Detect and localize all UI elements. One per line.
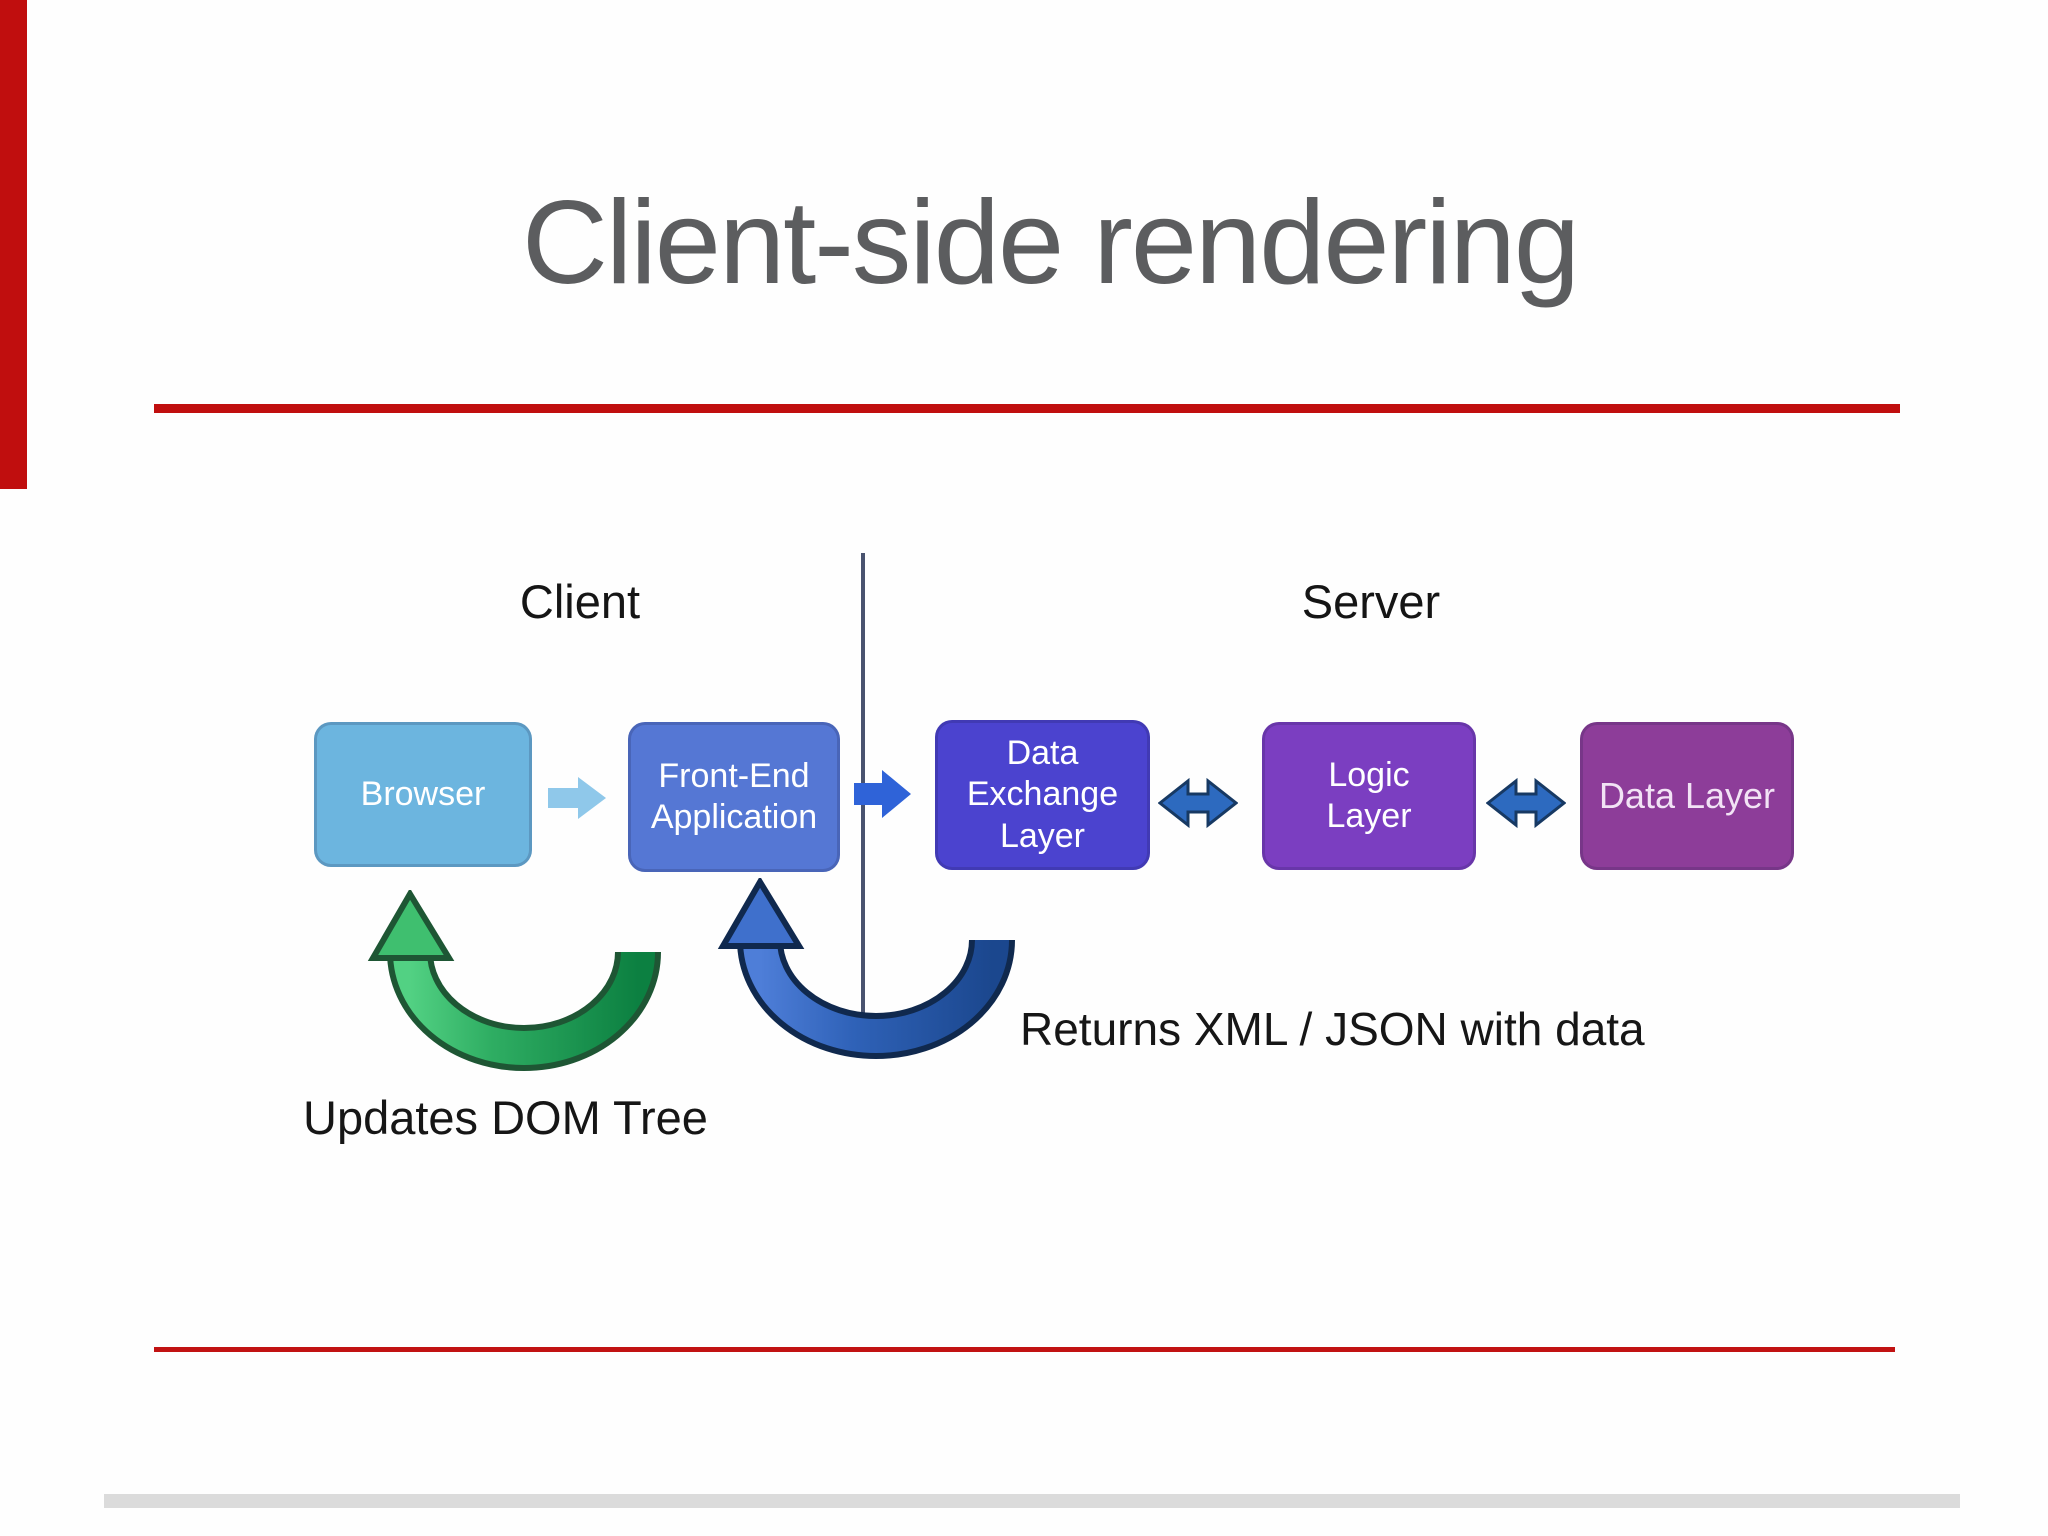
- frontend-to-dataexchange-arrow-icon: [854, 770, 911, 818]
- updates-dom-tree-label: Updates DOM Tree: [303, 1091, 708, 1144]
- client-zone-label: Client: [519, 575, 641, 628]
- box-label-line: Browser: [360, 774, 486, 813]
- box-data-layer: Data Layer: [1580, 722, 1794, 870]
- browser-to-frontend-arrow-icon: [548, 777, 606, 819]
- logic-datalayer-sync-arrow-icon: [1486, 777, 1566, 829]
- box-label-line: Data: [1006, 733, 1079, 772]
- server-zone-label: Server: [1301, 575, 1441, 628]
- box-label-line: Exchange: [966, 775, 1119, 814]
- dataexchange-logic-sync-arrow-icon: [1158, 777, 1238, 829]
- client-server-divider: [861, 553, 865, 1058]
- box-label-line: Data Layer: [1598, 775, 1776, 817]
- box-browser: Browser: [314, 722, 532, 867]
- box-label-line: Layer: [999, 816, 1086, 855]
- box-label-line: Application: [650, 798, 818, 836]
- title-underline-rule: [154, 404, 1900, 413]
- box-data-exchange-label: Data Exchange Layer: [967, 733, 1118, 857]
- footer-red-rule: [154, 1347, 1895, 1352]
- page-title: Client-side rendering: [521, 176, 1580, 309]
- box-data-layer-label: Data Layer: [1599, 774, 1775, 818]
- box-label-line: Layer: [1326, 797, 1412, 835]
- returns-data-arrow-icon: [717, 878, 1015, 1059]
- box-logic-label: Logic Layer: [1326, 755, 1411, 838]
- footer-gray-bar: [104, 1494, 1960, 1508]
- box-front-end-label: Front-End Application: [651, 756, 817, 839]
- box-label-line: Front-End: [658, 756, 810, 795]
- returns-xml-json-label: Returns XML / JSON with data: [1020, 1003, 1645, 1055]
- left-accent-bar: [0, 0, 27, 489]
- box-data-exchange-layer: Data Exchange Layer: [935, 720, 1150, 870]
- box-label-line: Logic: [1328, 755, 1410, 794]
- box-browser-label: Browser: [361, 774, 486, 815]
- updates-dom-arrow-icon: [367, 890, 661, 1071]
- box-logic-layer: Logic Layer: [1262, 722, 1476, 870]
- box-front-end-application: Front-End Application: [628, 722, 840, 872]
